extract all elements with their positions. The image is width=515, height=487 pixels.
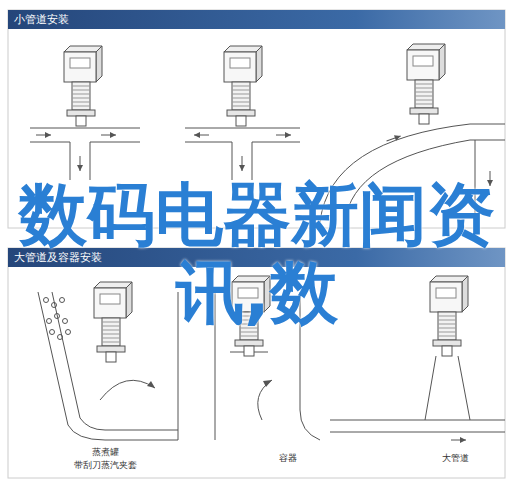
flow-arrow-head: [263, 380, 272, 387]
bubble-symbol: [66, 330, 71, 335]
watermark: 数码电器新闻资讯,数: [7, 176, 507, 332]
bubble-symbol: [52, 303, 57, 308]
header-text: 小管道安装: [8, 12, 69, 27]
flow-arrow: [386, 133, 402, 144]
flow-arrow-head: [147, 381, 155, 388]
caption-label: 带刮刀蒸汽夹套: [74, 459, 137, 472]
pipe-line: [330, 420, 505, 421]
flow-arrow: [194, 132, 209, 138]
flow-arrow: [101, 132, 116, 138]
pipe-line: [90, 142, 140, 180]
flow-arrow-path: [258, 380, 272, 420]
caption-label: 容器: [279, 452, 297, 465]
flow-arrow: [451, 437, 466, 443]
pipe-line: [425, 356, 436, 420]
bubble-symbol: [55, 314, 60, 319]
transmitter-symbol: [64, 46, 102, 126]
pipe-line: [30, 142, 70, 180]
bubble-symbol: [58, 335, 63, 340]
transmitter-symbol: [407, 44, 445, 124]
pipe-line: [30, 128, 140, 129]
caption-label: 大管道: [442, 452, 469, 465]
pipe-line: [458, 356, 470, 420]
bubble-symbol: [63, 319, 68, 324]
transmitter-symbol: [430, 276, 468, 356]
header-band: 小管道安装: [8, 10, 505, 29]
flow-arrow: [77, 156, 83, 171]
bubble-symbol: [44, 298, 49, 303]
bubble-symbol: [60, 298, 65, 303]
flow-arrow: [239, 156, 245, 171]
flow-arrow: [276, 132, 291, 138]
transmitter-symbol: [224, 46, 262, 126]
bubble-symbol: [47, 319, 52, 324]
flow-arrow-path: [100, 380, 155, 400]
caption-label: 蒸煮罐: [92, 446, 119, 459]
pipe-line: [252, 142, 300, 180]
bubble-symbol: [50, 330, 55, 335]
pipe-line: [330, 432, 505, 433]
flow-arrow: [36, 132, 51, 138]
pipe-line: [185, 128, 300, 129]
pipe-line: [185, 142, 232, 180]
transmitter-symbol: [94, 282, 132, 362]
